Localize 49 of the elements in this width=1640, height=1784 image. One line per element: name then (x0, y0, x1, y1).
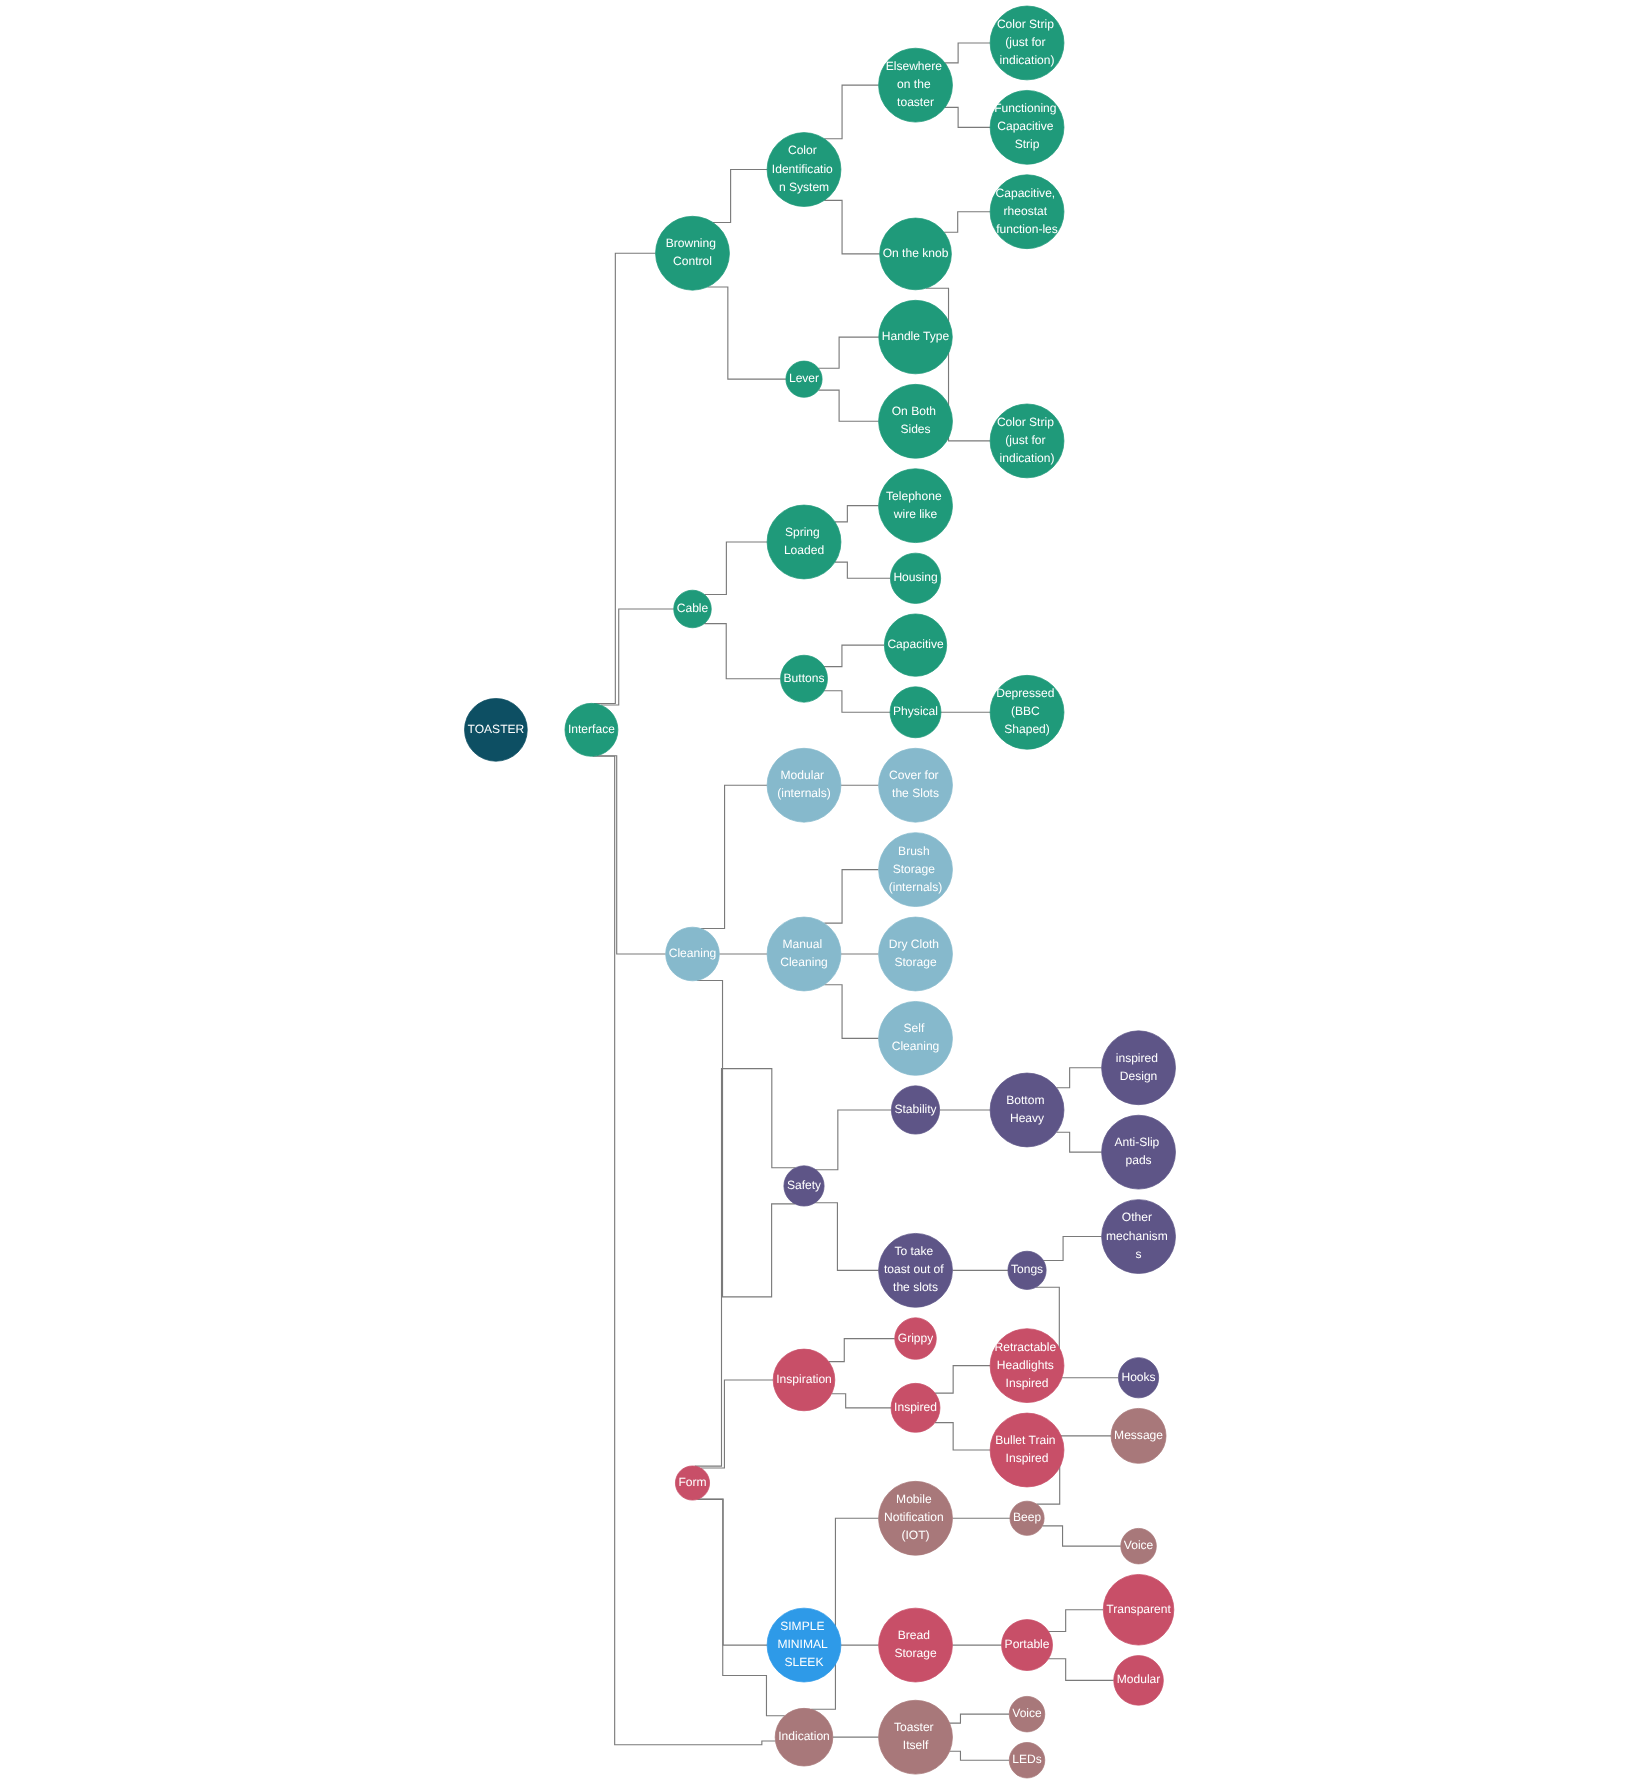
connector (944, 42, 991, 64)
connector (828, 1338, 896, 1363)
connector (944, 106, 991, 128)
connector (832, 1736, 880, 1738)
connector (596, 755, 667, 955)
connector (834, 561, 891, 579)
connector (703, 541, 768, 596)
connector (951, 1517, 1011, 1519)
connector (712, 168, 768, 224)
connector (823, 84, 880, 140)
connector (823, 644, 885, 668)
connector (814, 1202, 880, 1271)
connector (697, 1498, 768, 1646)
connector (949, 1750, 1010, 1761)
connector (817, 336, 880, 369)
connector (823, 869, 880, 924)
connector (817, 389, 880, 422)
connector (694, 1068, 796, 1467)
connector (943, 211, 991, 233)
connector (1048, 1658, 1115, 1681)
connector (600, 608, 675, 706)
connector (840, 1644, 880, 1646)
connector (718, 953, 768, 955)
connector (823, 690, 891, 713)
connector (700, 784, 768, 930)
connector (703, 623, 782, 680)
connector (934, 1422, 991, 1451)
connector (823, 984, 880, 1039)
connector (592, 755, 776, 1746)
connector (939, 1109, 991, 1111)
connector (1048, 1609, 1104, 1632)
connector (951, 1644, 1003, 1646)
connector (696, 1498, 786, 1717)
connector (1055, 1131, 1103, 1153)
connector (834, 505, 880, 523)
connector (940, 711, 991, 713)
connector (934, 1365, 991, 1394)
connector (815, 1109, 892, 1171)
connector (949, 1713, 1010, 1724)
connector (840, 953, 880, 955)
connector (706, 286, 787, 380)
connector (823, 199, 881, 255)
connector (1042, 1236, 1103, 1261)
connector (1041, 1525, 1122, 1547)
connector (700, 1379, 774, 1469)
connector (840, 784, 880, 786)
connector (831, 1393, 892, 1409)
connector (1055, 1067, 1103, 1089)
connector (951, 1269, 1009, 1271)
